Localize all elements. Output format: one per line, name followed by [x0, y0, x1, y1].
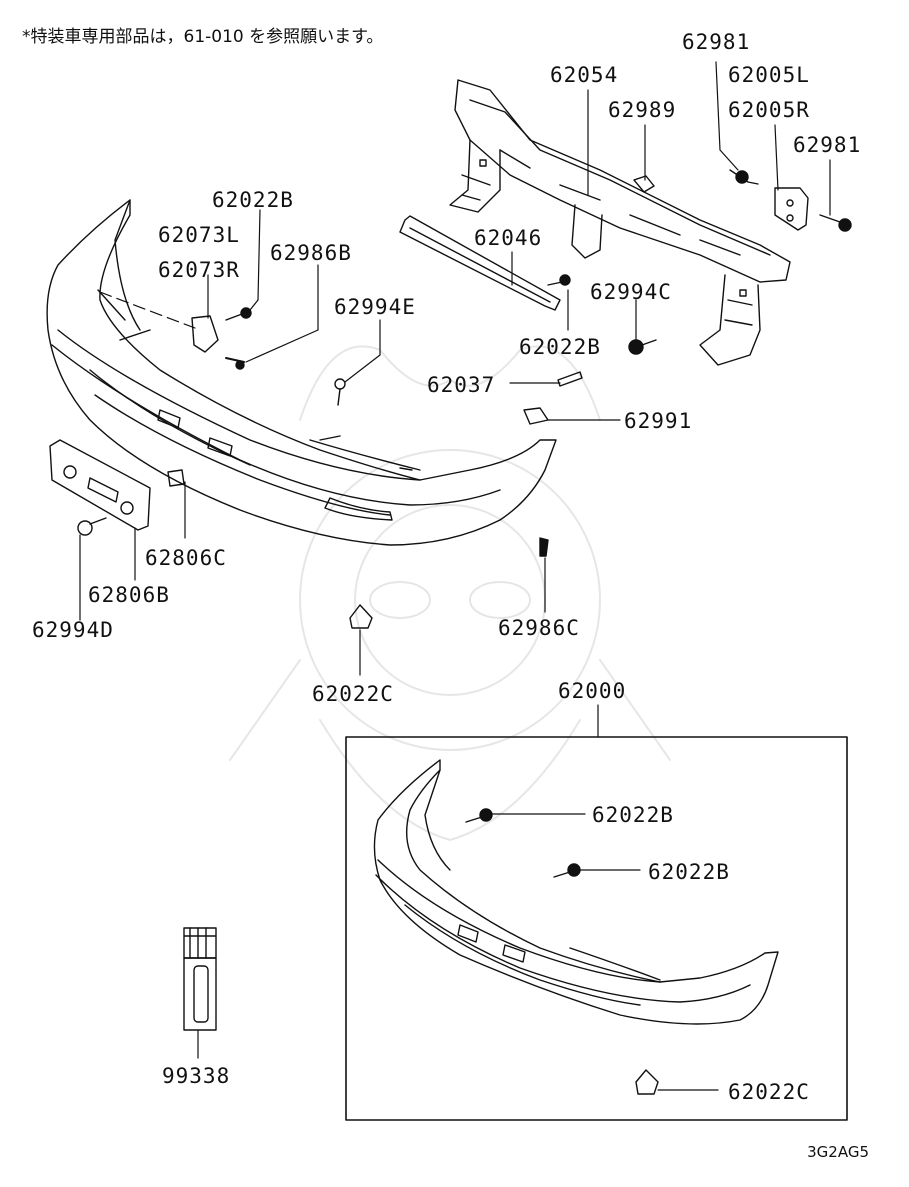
watermark-emblem	[230, 346, 670, 840]
part-62005L-label[interactable]: 62005L	[728, 63, 810, 87]
part-62022C-label[interactable]: 62022C	[312, 682, 394, 706]
part-62022B-label[interactable]: 62022B	[212, 188, 294, 212]
part-62981-label-2[interactable]: 62981	[793, 133, 862, 157]
bracket-drawing	[775, 188, 808, 230]
part-62037-label[interactable]: 62037	[427, 373, 496, 397]
assembly-bumper-drawing	[374, 760, 778, 1094]
part-62986C-label[interactable]: 62986C	[498, 616, 580, 640]
part-62022B-label-4[interactable]: 62022B	[648, 860, 730, 884]
leader-lines	[80, 62, 830, 1058]
bumper-reinforcement-drawing	[450, 80, 790, 365]
part-62806C-label[interactable]: 62806C	[145, 546, 227, 570]
fastener-drawings	[78, 170, 851, 628]
part-62986B-label[interactable]: 62986B	[270, 241, 352, 265]
part-62046-label[interactable]: 62046	[474, 226, 543, 250]
diagram-code: 3G2AG5	[807, 1143, 869, 1161]
part-62073L-label[interactable]: 62073L	[158, 223, 240, 247]
touch-up-paint-drawing	[184, 928, 216, 1030]
part-62022B-label-2[interactable]: 62022B	[519, 335, 601, 359]
part-62989-label[interactable]: 62989	[608, 98, 677, 122]
special-parts-note: *特装車専用部品は，61-010 を参照願います。	[22, 27, 384, 47]
bracket-62073-drawing	[192, 316, 218, 352]
part-62981-label[interactable]: 62981	[682, 30, 751, 54]
part-62022C-label-2[interactable]: 62022C	[728, 1080, 810, 1104]
license-bracket-drawing	[50, 440, 150, 530]
front-bumper-drawing	[47, 200, 556, 545]
part-62054-label[interactable]: 62054	[550, 63, 619, 87]
assembly-leader-lines	[492, 814, 718, 1090]
lower-bar-drawing	[400, 216, 560, 310]
part-62022B-label-3[interactable]: 62022B	[592, 803, 674, 827]
part-62994E-label[interactable]: 62994E	[334, 295, 416, 319]
part-62073R-label[interactable]: 62073R	[158, 258, 240, 282]
part-62000-label[interactable]: 62000	[558, 679, 627, 703]
part-62994C-label[interactable]: 62994C	[590, 280, 672, 304]
part-62994D-label[interactable]: 62994D	[32, 618, 114, 642]
part-99338-label[interactable]: 99338	[162, 1064, 231, 1088]
part-62005R-label[interactable]: 62005R	[728, 98, 810, 122]
assembly-box	[346, 737, 847, 1120]
part-62991-label[interactable]: 62991	[624, 409, 693, 433]
part-62806B-label[interactable]: 62806B	[88, 583, 170, 607]
